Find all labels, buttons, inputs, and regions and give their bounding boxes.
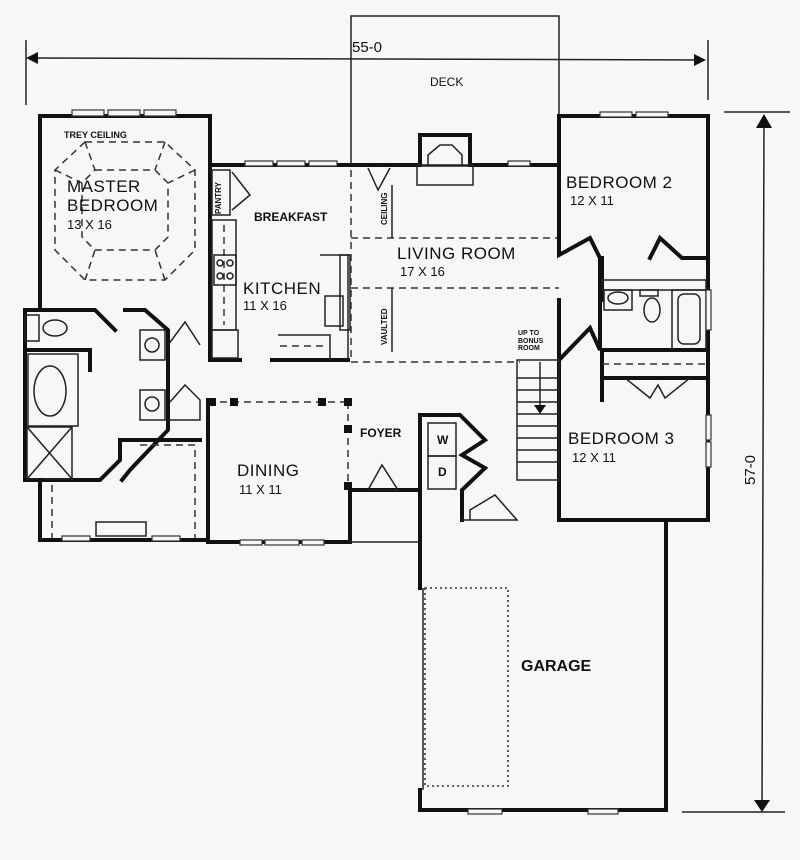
washer-label: W — [437, 433, 449, 447]
room-label-living: LIVING ROOM — [397, 244, 516, 263]
room-label-bedroom-2: BEDROOM 2 — [566, 173, 673, 192]
room-label-garage: GARAGE — [521, 658, 592, 675]
master-bedroom-walls — [38, 109, 212, 362]
room-size-kitchen: 11 X 16 — [243, 298, 287, 313]
room-label-bedroom-3: BEDROOM 3 — [568, 429, 675, 448]
room-size-master: 13 X 16 — [67, 217, 112, 232]
trey-ceiling-note: TREY CEILING — [64, 130, 127, 140]
bedroom-2-walls — [557, 111, 712, 522]
dining-walls — [206, 398, 422, 546]
room-label-master-line1: MASTER — [67, 177, 141, 196]
room-size-bedroom-3: 12 X 11 — [572, 450, 616, 465]
living-room — [349, 133, 561, 363]
kitchen-walls — [208, 160, 353, 362]
overall-depth-label: 57-0 — [742, 454, 759, 485]
garage-walls — [418, 518, 668, 815]
room-label-breakfast: BREAKFAST — [254, 210, 328, 224]
dryer-label: D — [438, 465, 447, 479]
stairs — [516, 359, 560, 481]
room-size-bedroom-2: 12 X 11 — [570, 193, 614, 208]
depth-dimension — [682, 111, 790, 813]
ceiling-note: CEILING — [380, 192, 389, 225]
room-label-dining: DINING — [237, 461, 300, 480]
laundry — [418, 413, 519, 522]
room-size-dining: 11 X 11 — [239, 482, 282, 497]
up-to-bonus-note: UP TO BONUS ROOM — [518, 330, 544, 353]
pantry-note: PANTRY — [214, 182, 223, 214]
room-label-foyer: FOYER — [360, 426, 402, 440]
room-size-living: 17 X 16 — [400, 264, 445, 279]
overall-width-label: 55-0 — [352, 39, 383, 56]
room-label-kitchen: KITCHEN — [243, 279, 322, 298]
vaulted-note: VAULTED — [380, 308, 389, 345]
room-label-deck: DECK — [430, 75, 464, 89]
room-label-master-line2: BEDROOM — [67, 196, 159, 215]
master-bath — [23, 308, 207, 542]
deck-outline — [350, 15, 560, 167]
width-dimension — [25, 40, 709, 105]
